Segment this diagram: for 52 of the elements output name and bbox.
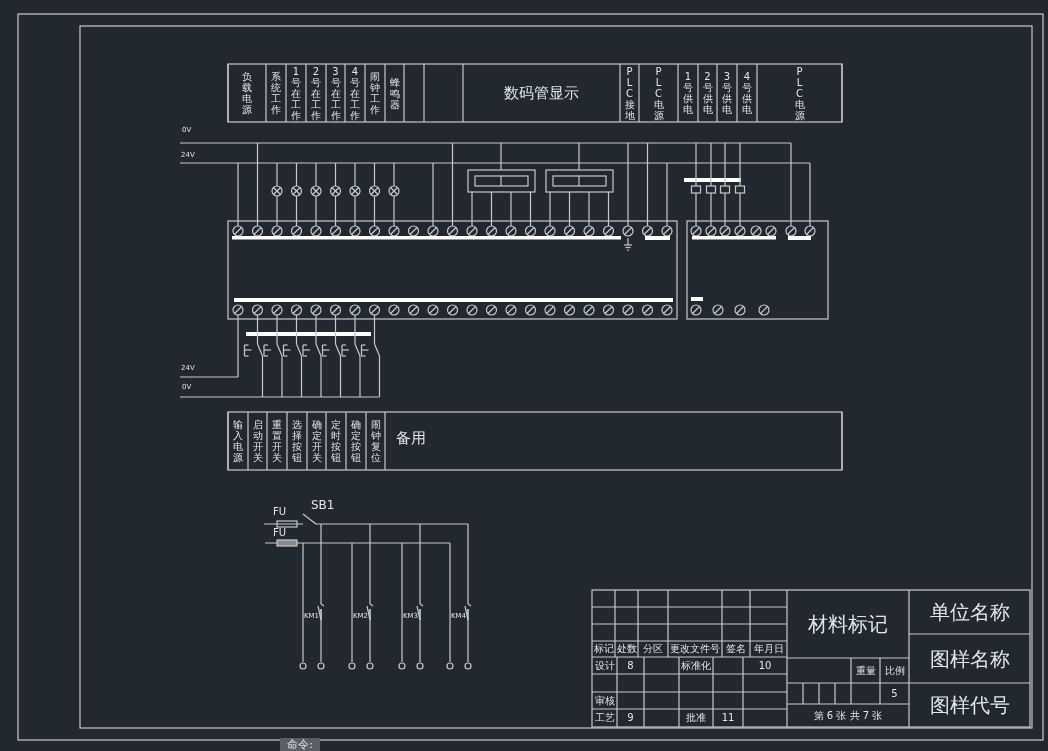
component-label: FU: [273, 507, 287, 517]
title-block-text: 11: [721, 713, 735, 723]
title-block-text: 图样代号: [929, 695, 1010, 715]
column-heading: 2号供电: [702, 71, 713, 115]
column-heading: 数码管显示: [504, 85, 579, 101]
title-block-text: 重量: [855, 665, 876, 676]
title-block-text: 审核: [594, 695, 615, 706]
title-block-text: 年月日: [753, 644, 784, 654]
title-block-text: 9: [627, 713, 634, 723]
column-heading: 重置开关: [272, 419, 282, 463]
column-heading: 输入电源: [233, 419, 243, 463]
column-heading: 选择按钮: [292, 419, 302, 463]
column-heading: 4号供电: [742, 71, 752, 115]
column-heading: 负载电源: [242, 71, 252, 115]
title-block-text: 8: [627, 660, 634, 671]
title-block-text: 签名: [726, 644, 746, 654]
title-block-text: 比例: [884, 665, 905, 676]
column-heading: 2号在工作: [311, 65, 321, 121]
title-block-text: 材料标记: [808, 614, 888, 634]
column-heading: 系统工作: [271, 71, 281, 115]
column-heading: 启动开关: [252, 419, 263, 463]
column-heading: 闹钟工作: [370, 71, 380, 115]
title-block-text: 10: [758, 660, 772, 671]
title-block-text: 分区: [643, 644, 663, 654]
title-block-text: 5: [891, 688, 898, 699]
title-block-text: 工艺: [594, 713, 615, 723]
column-heading: 3号供电: [722, 71, 732, 115]
title-block-text: 更改文件号: [670, 644, 720, 654]
column-heading: 闹钟复位: [370, 419, 381, 463]
column-heading: 确定开关: [311, 419, 322, 463]
column-heading: 1号在工作: [291, 65, 301, 121]
title-block-text: 单位名称: [929, 602, 1010, 622]
column-heading: PLC电源: [653, 65, 664, 121]
title-block-text: 处数: [616, 644, 637, 654]
column-heading: 确定按钮: [351, 419, 361, 463]
title-block-text: 设计: [594, 660, 615, 671]
title-block-text: 标准化: [681, 660, 711, 671]
column-heading: 4号在工作: [350, 65, 360, 121]
column-heading: 定时按钮: [331, 419, 341, 463]
column-heading: 1号供电: [683, 71, 693, 115]
column-heading: PLC电源: [794, 65, 805, 121]
column-heading: 蜂鸣器: [389, 76, 400, 110]
component-label: FU: [273, 528, 287, 538]
column-heading: PLC接地: [624, 65, 635, 121]
title-block-text: 第 6 张 共 7 张: [813, 710, 883, 721]
title-block-text: 图样名称: [929, 648, 1010, 669]
column-heading: 备用: [396, 430, 426, 446]
title-block-text: 批准: [686, 713, 706, 723]
command-prompt: 命令:: [287, 739, 313, 750]
title-block-text: 标记: [593, 644, 614, 654]
column-heading: 3号在工作: [330, 65, 341, 121]
component-label: SB1: [311, 498, 335, 511]
